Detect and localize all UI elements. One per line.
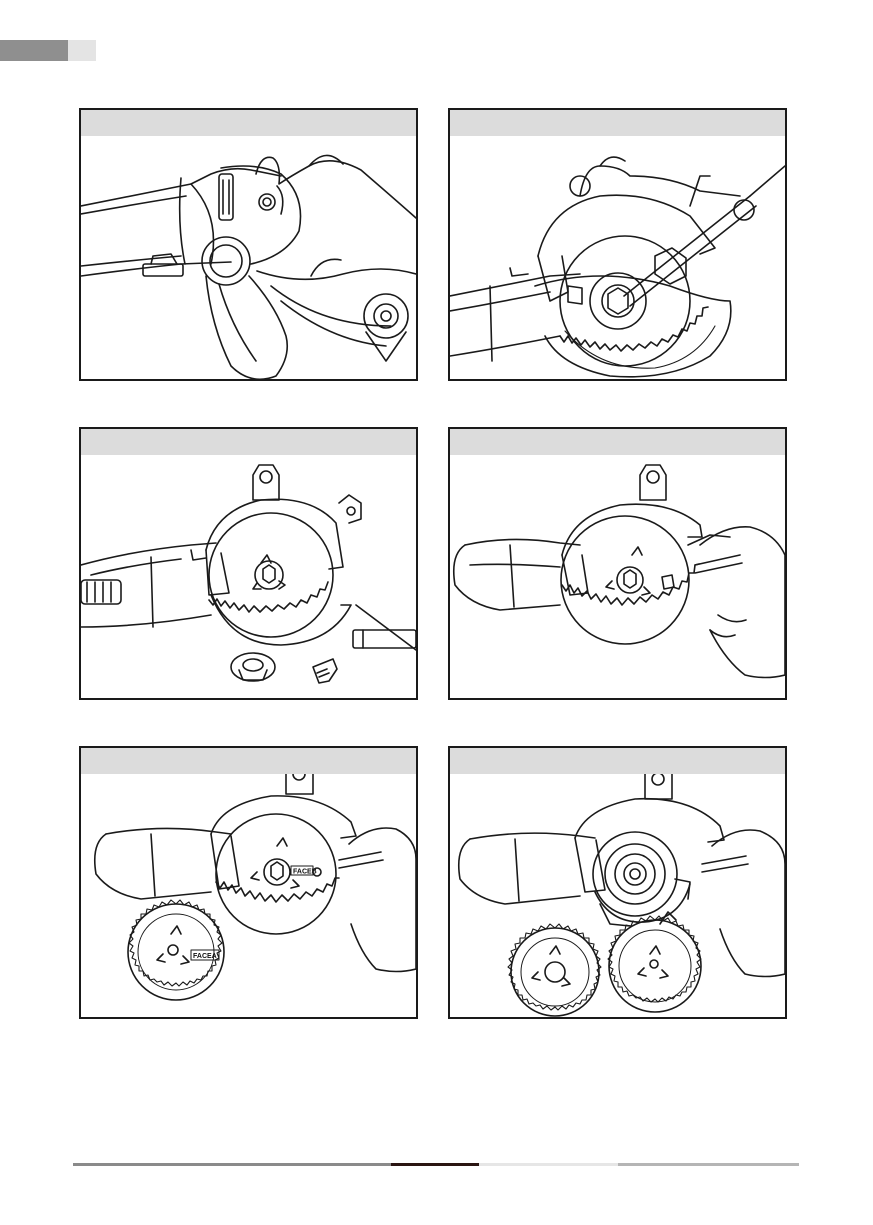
figure-header-band (81, 748, 416, 774)
header-tab-light (68, 40, 96, 61)
figure-panel-6 (448, 746, 787, 1019)
figure-header-band (450, 110, 785, 136)
guard-retract-illustration (450, 455, 785, 700)
figure-panel-1 (79, 108, 418, 381)
footer-bar-right (618, 1163, 799, 1166)
footer-bar-light (479, 1163, 618, 1166)
footer-bar-left (73, 1163, 391, 1166)
blade-install-illustration: FACEB FACEA (81, 774, 416, 1019)
figure-panel-5: FACEB FACEA (79, 746, 418, 1019)
figure-header-band (81, 110, 416, 136)
figure-panel-2 (448, 108, 787, 381)
header-tab-dark (0, 40, 68, 61)
wrench-loosen-bolt-illustration (450, 136, 785, 381)
figure-header-band (450, 429, 785, 455)
figure-panel-4 (448, 427, 787, 700)
grinder-spindle-lock-illustration (81, 136, 416, 381)
footer-bar-accent (391, 1163, 479, 1166)
exploded-parts-illustration (81, 455, 416, 700)
figure-header-band (81, 429, 416, 455)
figure-header-band (450, 748, 785, 774)
figure-panel-3 (79, 427, 418, 700)
blade-face-a-label: FACEA (193, 953, 217, 960)
two-blades-illustration (450, 774, 785, 1019)
